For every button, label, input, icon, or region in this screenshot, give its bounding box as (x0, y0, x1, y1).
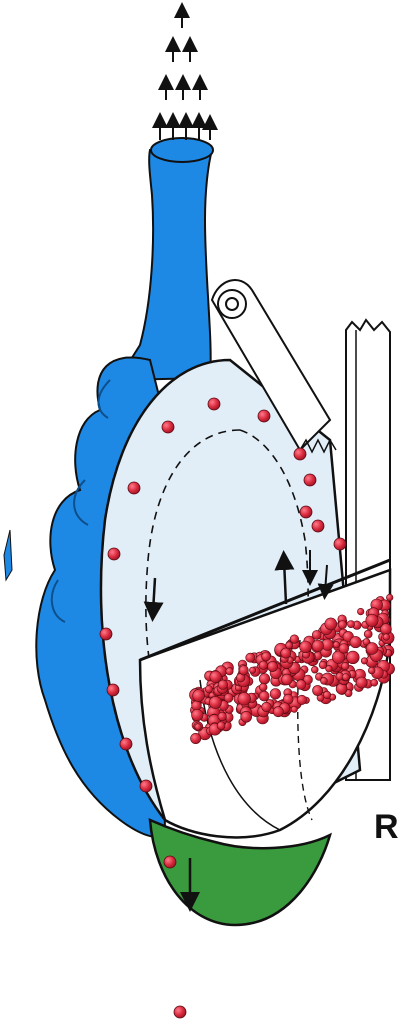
particle (323, 691, 331, 699)
particle (386, 594, 393, 601)
particle (342, 674, 349, 681)
particle (128, 482, 140, 494)
particle (258, 410, 270, 422)
particle (356, 677, 367, 688)
particle (364, 630, 372, 638)
particle (300, 641, 312, 653)
particle (291, 706, 297, 712)
particle (347, 621, 354, 628)
particle (338, 621, 346, 629)
particle (259, 674, 270, 685)
particle (218, 712, 227, 721)
particle (164, 856, 176, 868)
particle (140, 780, 152, 792)
particle (268, 661, 278, 671)
particle (368, 667, 375, 674)
particle (336, 683, 347, 694)
particle (334, 538, 346, 550)
particle (192, 709, 204, 721)
particle (108, 548, 120, 560)
particle (218, 680, 228, 690)
particle (325, 618, 337, 630)
particle (282, 674, 293, 685)
particle (294, 448, 306, 460)
particle (333, 641, 340, 648)
particle (259, 691, 269, 701)
particle (100, 628, 112, 640)
particle (238, 692, 251, 705)
particle (249, 667, 255, 673)
particle (217, 722, 225, 730)
particle (304, 474, 316, 486)
particle (195, 724, 202, 731)
particle (226, 668, 233, 675)
outlet-arrows (160, 10, 210, 140)
particle (120, 738, 132, 750)
particle (311, 666, 318, 673)
left-edge-sliver (4, 530, 12, 580)
particle (246, 653, 255, 662)
particle (319, 661, 327, 669)
particle (357, 608, 364, 615)
particle (270, 689, 281, 700)
particle (361, 658, 367, 664)
outlet-opening (151, 138, 213, 162)
particle (313, 685, 323, 695)
particle (312, 640, 323, 651)
particle (273, 707, 283, 717)
particle (312, 520, 324, 532)
particle (350, 636, 361, 647)
particle (174, 1006, 186, 1018)
particle (107, 684, 119, 696)
particle (259, 661, 268, 670)
particle (262, 702, 272, 712)
particle (339, 644, 349, 654)
particle (296, 680, 306, 690)
particle (205, 686, 212, 693)
particle (241, 711, 252, 722)
outlet-neck (118, 150, 212, 380)
particle (366, 614, 378, 626)
particle (208, 398, 220, 410)
particle (193, 690, 205, 702)
particle (366, 643, 378, 655)
particle (297, 695, 306, 704)
particle (281, 648, 291, 658)
particle (347, 651, 360, 664)
particle (383, 634, 390, 641)
particle (300, 506, 312, 518)
particle (191, 733, 201, 743)
particle (290, 635, 299, 644)
particle (320, 677, 327, 684)
particle (341, 662, 349, 670)
edge-label: R (374, 810, 398, 844)
particle (262, 652, 271, 661)
particle (162, 421, 174, 433)
particle (259, 683, 267, 691)
particle (239, 666, 248, 675)
particle (209, 696, 221, 708)
particle (371, 679, 378, 686)
